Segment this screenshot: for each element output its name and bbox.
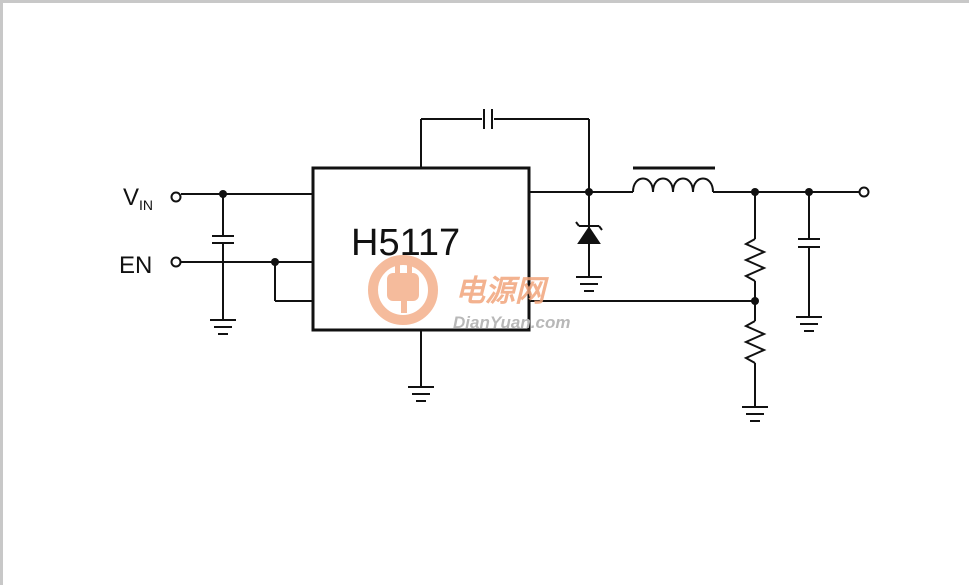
junction-dot-out-divider xyxy=(751,188,759,196)
buck-converter-schematic: 电源网 DianYuan.com H5117 VIN EN xyxy=(119,109,870,422)
junction-dot-sw xyxy=(585,188,593,196)
ground-symbol-output xyxy=(796,316,822,332)
vin-label: VIN xyxy=(123,184,153,213)
junction-dot-out-cap xyxy=(805,188,813,196)
junction-dot-en xyxy=(271,258,279,266)
diode-body xyxy=(577,226,601,244)
vin-label-sub: IN xyxy=(139,197,153,213)
ground-symbol-diode xyxy=(576,276,602,292)
vout-terminal[interactable] xyxy=(858,186,870,198)
chip-label: H5117 xyxy=(351,222,460,264)
plug-logo-icon xyxy=(368,255,438,325)
ground-symbol-divider xyxy=(742,406,768,422)
ground-symbol-input xyxy=(210,319,236,335)
junction-dot-vin xyxy=(219,190,227,198)
watermark-brand-cn: 电源网 xyxy=(455,275,549,308)
vin-label-main: V xyxy=(123,184,139,211)
resistor-r2 xyxy=(743,320,767,364)
diode-cathode-bar xyxy=(575,221,603,231)
inductor-coil xyxy=(632,177,714,193)
watermark: 电源网 DianYuan.com xyxy=(368,255,570,332)
en-terminal[interactable] xyxy=(170,256,182,268)
watermark-brand-url: DianYuan.com xyxy=(453,313,570,332)
vin-terminal[interactable] xyxy=(170,191,182,203)
en-label: EN xyxy=(119,252,152,279)
resistor-r1 xyxy=(743,238,767,282)
junction-dot-feedback xyxy=(751,297,759,305)
ic-body xyxy=(311,166,531,332)
ground-symbol-ic xyxy=(408,386,434,402)
